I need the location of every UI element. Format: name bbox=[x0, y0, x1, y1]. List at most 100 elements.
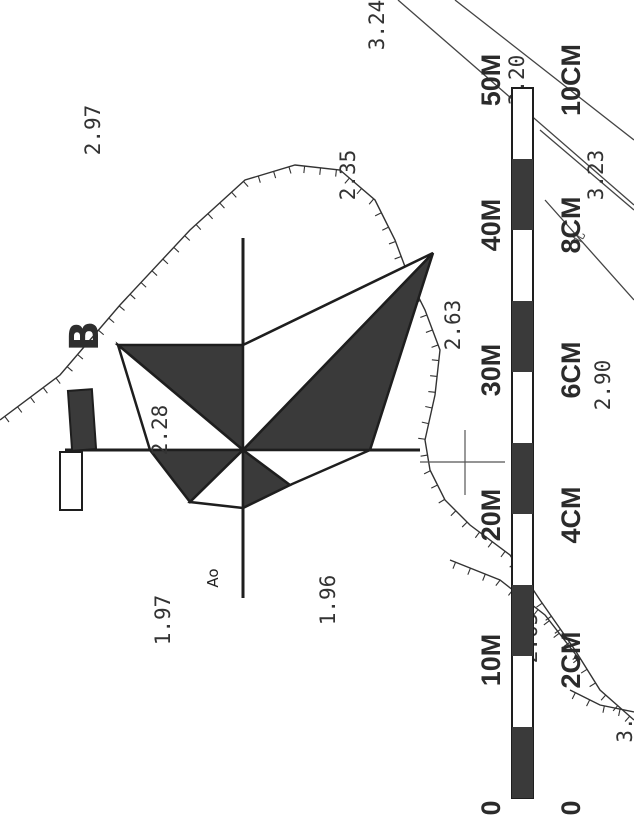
hachure-tick bbox=[29, 396, 36, 404]
scale-label-2cm: 2CM bbox=[556, 631, 586, 688]
hachure-tick bbox=[438, 498, 445, 504]
hachure-tick bbox=[55, 377, 61, 384]
lower-right-white bbox=[239, 448, 371, 487]
hachure-tick bbox=[431, 359, 439, 362]
contour-hachures bbox=[4, 166, 631, 722]
hachure-tick bbox=[195, 224, 202, 231]
section-marker-label: B bbox=[62, 321, 108, 352]
hachure-tick bbox=[533, 609, 539, 616]
hachure-tick bbox=[487, 541, 493, 548]
scale-segment-dark bbox=[512, 727, 533, 798]
elevation-2-97: 2.97 bbox=[81, 105, 105, 156]
scale-label-50m: 50M bbox=[476, 54, 506, 107]
scale-segment-dark bbox=[512, 301, 533, 372]
hachure-tick bbox=[344, 177, 350, 184]
hachure-tick bbox=[421, 421, 429, 425]
section-bar-dark bbox=[66, 388, 98, 452]
hachure-tick bbox=[288, 166, 292, 174]
north-note: 北 bbox=[569, 229, 588, 248]
boundary-line-3 bbox=[539, 129, 634, 211]
scale-label-6cm: 6CM bbox=[556, 341, 586, 398]
scale-label-0m: 0 bbox=[476, 800, 506, 815]
origin-label: Ao bbox=[204, 568, 222, 587]
hachure-tick bbox=[17, 406, 23, 413]
hachure-tick bbox=[423, 470, 431, 475]
hachure-tick bbox=[428, 391, 436, 393]
hachure-tick bbox=[303, 166, 306, 174]
hachure-tick bbox=[618, 709, 621, 717]
hachure-tick bbox=[418, 437, 426, 440]
hachure-tick bbox=[394, 255, 402, 260]
elevation-1-97: 1.97 bbox=[151, 595, 175, 646]
hachure-tick bbox=[430, 375, 438, 377]
scale-meter-labels: 0 10M 20M 30M 40M 50M bbox=[476, 54, 506, 816]
hachure-tick bbox=[431, 484, 438, 489]
hachure-tick bbox=[425, 329, 433, 333]
hachure-tick bbox=[219, 202, 225, 209]
scale-label-0cm: 0 bbox=[556, 800, 586, 815]
scale-label-40m: 40M bbox=[476, 199, 506, 252]
hachure-tick bbox=[231, 191, 237, 198]
hachure-tick bbox=[368, 198, 375, 205]
quadrant-figure bbox=[114, 251, 435, 511]
hachure-tick bbox=[563, 645, 570, 651]
hachure-tick bbox=[536, 602, 543, 608]
elevation-2-90: 2.90 bbox=[591, 360, 615, 411]
hachure-tick bbox=[586, 699, 591, 707]
elevation-2-63: 2.63 bbox=[441, 300, 465, 351]
hachure-tick bbox=[129, 293, 136, 300]
hachure-tick bbox=[571, 692, 576, 700]
elevation-2-28: 2.28 bbox=[148, 405, 172, 456]
hachure-tick bbox=[580, 668, 588, 674]
hachure-tick bbox=[554, 628, 561, 634]
hachure-tick bbox=[382, 226, 389, 231]
hachure-tick bbox=[4, 416, 10, 423]
hachure-tick bbox=[162, 258, 169, 265]
hachure-tick bbox=[98, 329, 105, 336]
hachure-tick bbox=[452, 562, 457, 569]
hachure-tick bbox=[77, 354, 84, 360]
hachure-tick bbox=[42, 387, 48, 394]
hachure-tick bbox=[319, 167, 322, 175]
hachure-tick bbox=[572, 655, 579, 660]
hachure-tick bbox=[624, 715, 631, 722]
hachure-tick bbox=[474, 531, 480, 539]
hachure-tick bbox=[140, 282, 147, 288]
elevation-2-35: 2.35 bbox=[336, 150, 360, 201]
section-marker: B bbox=[59, 321, 108, 511]
hachure-tick bbox=[151, 270, 158, 276]
scale-cm-labels: 0 2CM 4CM 6CM 8CM 10CM bbox=[556, 44, 586, 816]
section-bar-light bbox=[59, 451, 83, 511]
hachure-tick bbox=[108, 317, 115, 324]
hachure-tick bbox=[374, 212, 382, 217]
hachure-tick bbox=[207, 213, 214, 220]
elevation-3-24: 3.24 bbox=[365, 0, 389, 50]
scale-segments bbox=[512, 159, 533, 798]
hachure-tick bbox=[553, 632, 560, 638]
hachure-tick bbox=[420, 314, 428, 318]
hachure-tick bbox=[273, 171, 277, 179]
hachure-tick bbox=[495, 579, 501, 586]
scale-segment-dark bbox=[512, 159, 533, 230]
elevation-3-23: 3.23 bbox=[584, 150, 608, 201]
hachure-tick bbox=[602, 705, 605, 713]
boundary-line-4 bbox=[544, 199, 634, 301]
hachure-tick bbox=[335, 169, 337, 177]
hachure-tick bbox=[173, 246, 180, 253]
hachure-tick bbox=[388, 240, 396, 245]
scale-segment-dark bbox=[512, 585, 533, 656]
hachure-tick bbox=[420, 454, 428, 457]
scale-bar bbox=[511, 87, 534, 799]
hachure-tick bbox=[425, 405, 433, 409]
hachure-tick bbox=[66, 366, 73, 372]
scale-label-10cm: 10CM bbox=[556, 44, 586, 116]
hachure-tick bbox=[257, 175, 261, 183]
hachure-tick bbox=[612, 705, 619, 712]
scale-label-30m: 30M bbox=[476, 344, 506, 397]
hachure-tick bbox=[87, 341, 94, 348]
scale-segment-dark bbox=[512, 443, 533, 514]
hachure-tick bbox=[563, 642, 571, 647]
hachure-tick bbox=[243, 181, 249, 187]
elevation-1-96: 1.96 bbox=[316, 575, 340, 626]
